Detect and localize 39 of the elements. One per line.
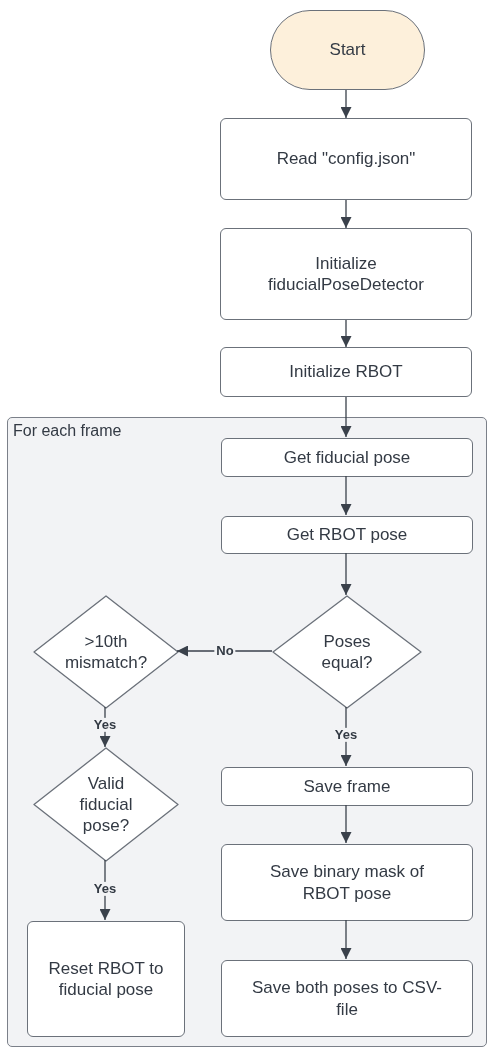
node-label: >10th mismatch? xyxy=(63,630,149,674)
node-label: Save frame xyxy=(302,775,392,798)
process-box xyxy=(221,844,473,921)
edge-label: Yes xyxy=(332,727,360,743)
process-box xyxy=(220,118,472,200)
node-label: Initialize fiducialPoseDetector xyxy=(267,252,425,296)
node-label: Read "config.json" xyxy=(275,148,417,170)
decision-diamond xyxy=(273,596,421,708)
node-label: Save both poses to CSV-file xyxy=(251,977,443,1020)
arrow xyxy=(340,319,352,348)
process-box xyxy=(220,347,472,397)
group-title: For each frame xyxy=(13,422,122,440)
node-label: Get RBOT pose xyxy=(285,524,409,546)
process-box xyxy=(27,921,185,1037)
decision-diamond xyxy=(34,596,178,708)
node-label: Get fiducial pose xyxy=(282,446,412,469)
edge-label: Yes xyxy=(91,717,119,733)
node-label: Initialize RBOT xyxy=(288,361,404,383)
node-label: Save binary mask of RBOT pose xyxy=(269,861,425,904)
process-box xyxy=(221,767,473,806)
arrow xyxy=(176,645,273,657)
node-label: Start xyxy=(328,39,367,61)
process-box xyxy=(220,228,472,320)
edge-label: Yes xyxy=(91,881,119,897)
process-box xyxy=(221,516,473,554)
arrow xyxy=(340,396,352,438)
arrow xyxy=(340,199,352,229)
node-label: Valid fiducial pose? xyxy=(78,772,134,837)
arrow xyxy=(340,89,352,119)
loop-group xyxy=(7,417,487,1047)
node-label: Reset RBOT to fiducial pose xyxy=(47,957,165,1001)
arrow xyxy=(340,804,352,844)
arrow xyxy=(340,552,352,596)
process-box xyxy=(221,960,473,1037)
node-label: Poses equal? xyxy=(320,630,374,674)
process-box xyxy=(221,438,473,477)
arrow xyxy=(340,475,352,516)
decision-diamond xyxy=(34,748,178,861)
arrow xyxy=(340,919,352,960)
